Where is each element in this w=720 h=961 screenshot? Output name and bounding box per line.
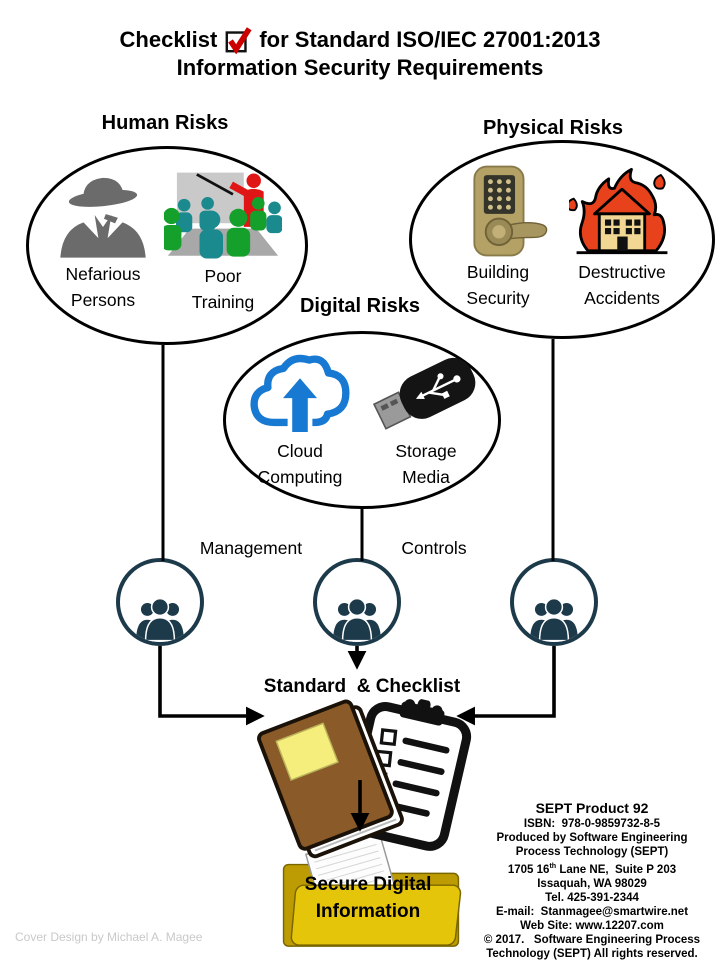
cloud-upload-icon [250, 354, 350, 437]
arrow-left-node-to-standard [158, 646, 265, 726]
physical-risks-ellipse: Building Security Destructive Accidents [409, 140, 715, 339]
product-copyright-line1: © 2017. Software Engineering Process [483, 933, 701, 946]
classroom-training-icon [164, 172, 282, 259]
building-security-label: Building Security [466, 262, 530, 309]
cloud-computing-label: Cloud Computing [257, 441, 343, 488]
title-line2: Information Security Requirements [176, 55, 544, 80]
address-ordinal: th [549, 862, 557, 870]
poor-training-item: Poor Training [164, 169, 282, 316]
cover-design-credit: Cover Design by Michael A. Magee [15, 930, 203, 944]
product-info-block: SEPT Product 92 ISBN: 978-0-9859732-8-5 … [472, 800, 712, 961]
management-label: Management [199, 538, 303, 558]
spy-icon [60, 177, 146, 258]
building-security-item: Building Security [446, 163, 550, 312]
arrow-right-node-to-standard [456, 646, 556, 726]
product-produced-line2: Process Technology (SEPT) [515, 846, 669, 858]
people-group-icon [134, 597, 186, 642]
people-group-icon [528, 597, 580, 642]
title-line1: Checklist for Standard ISO/IEC 27001:201… [0, 26, 720, 54]
keypad-door-lock-icon [473, 165, 548, 257]
product-tel: Tel. 425-391-2344 [545, 891, 639, 904]
human-risks-heading: Human Risks [101, 112, 229, 134]
product-website: Web Site: www.12207.com [520, 919, 664, 932]
checked-checkbox-icon [225, 27, 252, 54]
human-risks-ellipse: Nefarious Persons Poor Training [26, 146, 308, 345]
product-name: SEPT Product 92 [535, 800, 649, 816]
secure-digital-information-label: Secure Digital Information [304, 874, 432, 922]
product-produced-line1: Produced by Software Engineering [496, 832, 688, 844]
product-isbn: ISBN: 978-0-9859732-8-5 [523, 818, 661, 830]
product-city: Issaquah, WA 98029 [537, 877, 647, 890]
address-rest: Lane NE, Suite P 203 [556, 863, 677, 876]
standard-checklist-label: Standard & Checklist [263, 676, 461, 697]
physical-risks-heading: Physical Risks [482, 117, 624, 139]
digital-risks-ellipse: Cloud Computing Storage Media [223, 331, 501, 509]
cloud-computing-item: Cloud Computing [242, 350, 358, 491]
nefarious-persons-item: Nefarious Persons [52, 169, 154, 314]
address-number: 1705 16 [507, 863, 550, 876]
controls-label: Controls [401, 538, 467, 558]
page-title: Checklist for Standard ISO/IEC 27001:201… [0, 26, 720, 82]
poor-training-label: Poor Training [191, 266, 255, 313]
burning-house-icon [569, 167, 668, 255]
management-team-node [116, 558, 204, 646]
center-team-node [313, 558, 401, 646]
destructive-accidents-label: Destructive Accidents [578, 262, 666, 309]
storage-media-item: Storage Media [370, 350, 482, 491]
digital-risks-heading: Digital Risks [299, 295, 421, 317]
usb-flash-drive-icon [372, 357, 476, 430]
nefarious-persons-label: Nefarious Persons [65, 264, 141, 311]
product-address: 1705 16th Lane NE, Suite P 203 [472, 859, 712, 877]
product-email: E-mail: Stanmagee@smartwire.net [495, 905, 689, 918]
title-line1-before: Checklist [119, 27, 218, 52]
folder-documents-icon [270, 832, 472, 957]
product-copyright-line2: Technology (SEPT) All rights reserved. [486, 947, 698, 960]
destructive-accidents-item: Destructive Accidents [566, 163, 678, 312]
title-line1-after: for Standard ISO/IEC 27001:2013 [259, 27, 601, 52]
people-group-icon [331, 597, 383, 642]
storage-media-label: Storage Media [395, 441, 457, 488]
controls-team-node [510, 558, 598, 646]
